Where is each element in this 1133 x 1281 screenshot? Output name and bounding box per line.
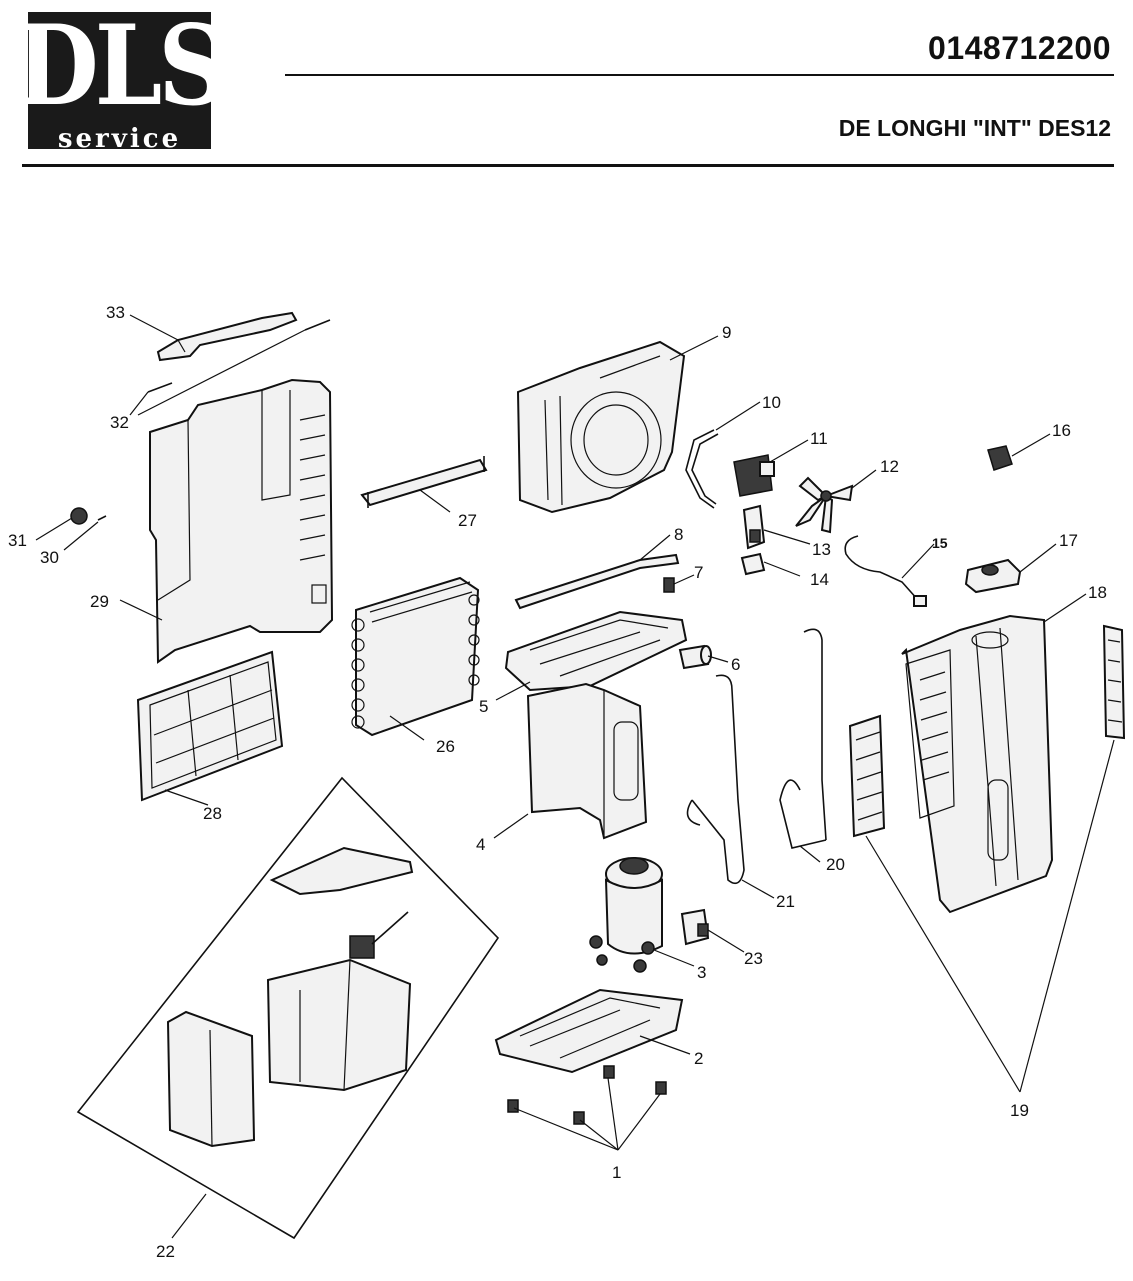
callout-33: 33 xyxy=(106,303,125,322)
part-32-screws xyxy=(147,319,331,393)
part-7-clip xyxy=(663,577,675,593)
part-4-frame xyxy=(526,682,648,840)
logo-word: service xyxy=(57,123,182,154)
part-31-knob xyxy=(70,507,88,525)
callout-7: 7 xyxy=(694,563,703,582)
part-13-bracket xyxy=(742,504,766,550)
part-6-capacitor xyxy=(678,644,712,670)
callout-12: 12 xyxy=(880,457,899,476)
logo-mark: DLS xyxy=(15,0,227,131)
callout-13: 13 xyxy=(812,540,831,559)
part-18-front-cabinet xyxy=(901,614,1054,914)
callout-2: 2 xyxy=(694,1049,703,1068)
part-21-tube xyxy=(686,674,745,885)
callout-6: 6 xyxy=(731,655,740,674)
callout-1: 1 xyxy=(612,1163,621,1182)
callout-29: 29 xyxy=(90,592,109,611)
dls-service-logo: DLS service xyxy=(15,10,227,154)
callout-23: 23 xyxy=(744,949,763,968)
part-27-bracket xyxy=(360,456,488,508)
part-28-filter xyxy=(136,650,284,802)
leader-lines xyxy=(35,314,1115,1239)
callout-32: 32 xyxy=(110,413,129,432)
callout-19: 19 xyxy=(1010,1101,1029,1120)
part-15-sensor xyxy=(844,535,927,607)
callout-17: 17 xyxy=(1059,531,1078,550)
callout-26: 26 xyxy=(436,737,455,756)
part-22-water-tank-assembly xyxy=(76,776,500,1240)
callout-9: 9 xyxy=(722,323,731,342)
part-20-tube xyxy=(779,628,827,849)
part-3-compressor xyxy=(589,857,663,973)
callout-16: 16 xyxy=(1052,421,1071,440)
callout-labels: 1 2 3 4 5 6 7 8 9 10 11 12 13 14 15 16 1… xyxy=(8,303,1107,1261)
document-number: 0148712200 xyxy=(928,30,1111,66)
callout-21: 21 xyxy=(776,892,795,911)
part-12-fan-blade xyxy=(795,476,854,534)
part-9-fan-housing xyxy=(516,340,686,514)
part-16-knob xyxy=(987,445,1013,471)
callout-27: 27 xyxy=(458,511,477,530)
part-30-screw xyxy=(97,515,107,521)
callout-18: 18 xyxy=(1088,583,1107,602)
part-5-control-tray xyxy=(504,610,688,692)
part-14-block xyxy=(740,552,766,576)
part-2-base xyxy=(494,988,684,1074)
part-23-relay xyxy=(680,908,710,946)
callout-15: 15 xyxy=(932,535,948,551)
callout-5: 5 xyxy=(479,697,488,716)
callout-20: 20 xyxy=(826,855,845,874)
part-1-feet xyxy=(507,1065,667,1125)
callout-11: 11 xyxy=(810,429,828,448)
callout-28: 28 xyxy=(203,804,222,823)
callout-3: 3 xyxy=(697,963,706,982)
callout-22: 22 xyxy=(156,1242,175,1261)
header-divider xyxy=(22,164,1114,167)
callout-8: 8 xyxy=(674,525,683,544)
callout-31: 31 xyxy=(8,531,27,550)
callout-30: 30 xyxy=(40,548,59,567)
callout-4: 4 xyxy=(476,835,485,854)
callout-14: 14 xyxy=(810,570,829,589)
model-title: DE LONGHI "INT" DES12 xyxy=(838,115,1111,141)
part-17-switch xyxy=(964,558,1022,594)
header-rule xyxy=(285,74,1114,76)
part-29-rear-panel xyxy=(149,378,334,664)
part-19-grilles xyxy=(848,624,1126,838)
part-26-coil xyxy=(351,576,480,737)
part-33-handle xyxy=(156,311,298,362)
part-11-fan-motor xyxy=(733,454,775,497)
callout-10: 10 xyxy=(762,393,781,412)
part-8-bar xyxy=(514,553,680,610)
part-10-bracket xyxy=(685,429,719,509)
